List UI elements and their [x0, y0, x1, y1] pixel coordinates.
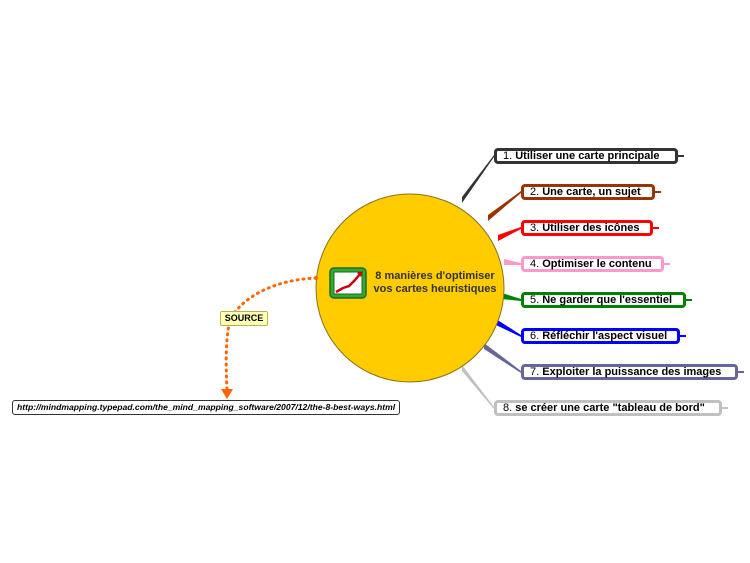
branch-topic-6[interactable]: 6. Réfléchir l'aspect visuel — [521, 328, 680, 344]
branch-connector-2 — [488, 191, 521, 221]
central-topic-bubble[interactable] — [315, 193, 505, 383]
source-link-arrowhead — [221, 389, 233, 399]
source-link-anchor — [314, 276, 318, 280]
branch-topic-2[interactable]: 2. Une carte, un sujet — [521, 184, 655, 200]
branch-connector-6 — [496, 319, 521, 337]
branch-topic-label: Exploiter la puissance des images — [542, 366, 722, 378]
source-url-link[interactable]: http://mindmapping.typepad.com/the_mind_… — [12, 400, 401, 415]
branch-topic-number: 4. — [530, 258, 543, 270]
source-link-line — [224, 276, 318, 392]
branch-topic-number: 1. — [503, 150, 516, 162]
branch-topic-number: 7. — [530, 366, 543, 378]
branch-topic-4[interactable]: 4. Optimiser le contenu — [521, 256, 664, 272]
branch-connector-1 — [462, 155, 494, 203]
branch-topic-number: 6. — [530, 330, 543, 342]
branch-topic-3[interactable]: 3. Utiliser des icônes — [521, 220, 653, 236]
branch-topic-label: Optimiser le contenu — [542, 258, 652, 270]
branch-topic-8[interactable]: 8. se créer une carte "tableau de bord" — [494, 400, 722, 416]
branch-connectors — [462, 155, 744, 409]
branch-topic-number: 8. — [503, 402, 516, 414]
central-topic-title-line2: vos cartes heuristiques — [373, 283, 497, 295]
branch-connector-7 — [484, 343, 521, 373]
branch-topic-5[interactable]: 5. Ne garder que l'essentiel — [521, 292, 686, 308]
branch-topic-number: 2. — [530, 186, 543, 198]
branch-topic-1[interactable]: 1. Utiliser une carte principale — [494, 148, 678, 164]
branch-topic-number: 5. — [530, 294, 543, 306]
branch-connector-8 — [462, 365, 494, 409]
branch-topic-label: Réfléchir l'aspect visuel — [542, 330, 668, 342]
branch-connector-3 — [498, 227, 521, 241]
source-label[interactable]: SOURCE — [220, 311, 268, 326]
central-topic-title[interactable]: 8 manières d'optimiser vos cartes heuris… — [368, 270, 502, 296]
branch-connector-4 — [504, 259, 521, 265]
branch-topic-label: se créer une carte "tableau de bord" — [515, 402, 705, 414]
central-topic-title-line1: 8 manières d'optimiser — [375, 270, 495, 282]
branch-connector-5 — [502, 293, 521, 301]
growth-chart-icon — [329, 267, 367, 299]
branch-topic-label: Utiliser des icônes — [542, 222, 640, 234]
branch-topic-label: Une carte, un sujet — [542, 186, 641, 198]
branch-topic-number: 3. — [530, 222, 543, 234]
branch-topic-label: Ne garder que l'essentiel — [542, 294, 673, 306]
branch-topic-label: Utiliser une carte principale — [515, 150, 660, 162]
branch-topic-7[interactable]: 7. Exploiter la puissance des images — [521, 364, 738, 380]
